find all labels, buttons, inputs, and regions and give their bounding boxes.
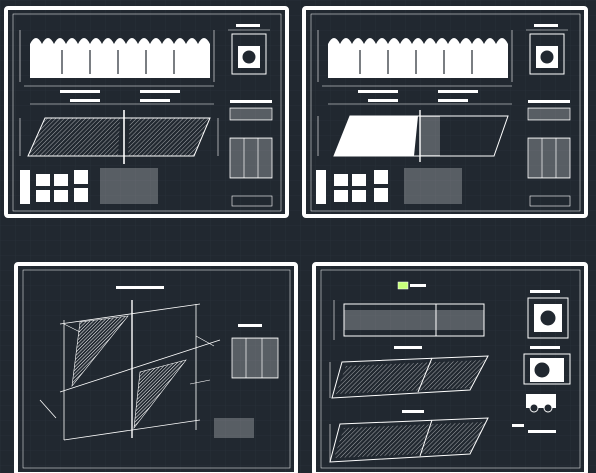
drawing-sheet-bottom-left[interactable] — [14, 262, 298, 473]
sheet-border — [14, 262, 298, 473]
end-section-detail — [526, 24, 568, 75]
culvert-elevation — [19, 30, 215, 93]
title-block — [231, 195, 273, 207]
sheet-inner-frame — [12, 13, 282, 212]
culvert-plan — [317, 99, 512, 162]
sheet-inner-frame — [310, 13, 581, 212]
section-view-3 — [329, 410, 489, 463]
notes-text — [214, 418, 254, 438]
section-view-1 — [333, 300, 485, 340]
sheet-inner-frame — [320, 269, 581, 469]
sheet-inner-frame — [22, 269, 291, 469]
drawing-sheet-top-right[interactable] — [302, 6, 588, 218]
drawing-title — [116, 286, 164, 289]
section-view-2 — [329, 346, 489, 399]
detail-blocks — [20, 170, 88, 204]
sheet-border — [302, 6, 588, 218]
sheet-border — [312, 262, 588, 473]
drawing-sheet-top-left[interactable] — [4, 6, 289, 218]
pipe-section-details — [512, 290, 571, 433]
drawing-sheet-bottom-right[interactable] — [312, 262, 588, 473]
skew-table — [231, 324, 279, 379]
culvert-elevation — [317, 30, 513, 93]
skew-plan — [39, 300, 221, 441]
quantity-table — [527, 100, 571, 179]
detail-blocks — [316, 170, 388, 204]
notes-text — [100, 168, 158, 204]
culvert-plan — [19, 99, 219, 164]
end-section-detail — [228, 24, 270, 75]
quantity-table — [229, 100, 273, 179]
notes-text — [404, 168, 462, 204]
selection-marker[interactable] — [397, 281, 409, 290]
sheet-border — [4, 6, 289, 218]
drawing-title — [410, 284, 426, 287]
title-block — [529, 195, 571, 207]
